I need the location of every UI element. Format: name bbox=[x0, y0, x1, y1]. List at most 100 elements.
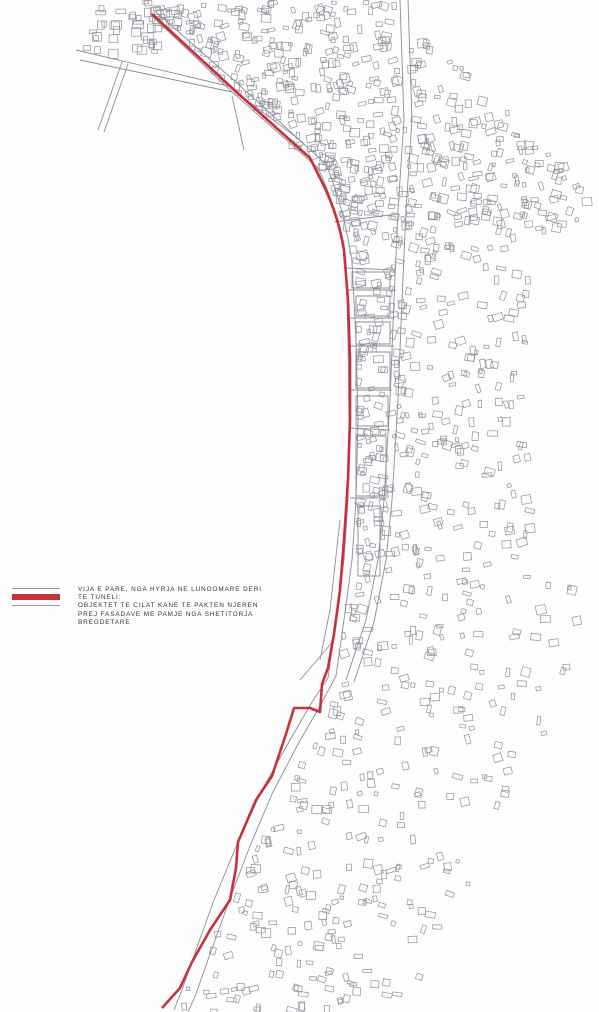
building-footprint bbox=[296, 829, 302, 834]
building-footprint bbox=[375, 444, 383, 453]
building-footprint bbox=[534, 159, 544, 167]
building-footprint bbox=[357, 24, 363, 35]
building-footprint bbox=[469, 579, 481, 589]
building-footprint bbox=[465, 184, 477, 194]
building-footprint bbox=[457, 291, 470, 301]
building-footprint bbox=[500, 789, 510, 798]
building-footprint bbox=[186, 29, 194, 35]
building-footprint bbox=[505, 157, 515, 164]
building-footprint bbox=[379, 192, 387, 200]
building-footprint bbox=[487, 430, 498, 437]
building-footprint bbox=[370, 180, 377, 188]
building-footprint bbox=[392, 348, 405, 359]
building-footprint bbox=[383, 89, 391, 99]
building-footprint bbox=[300, 865, 311, 876]
building-footprint bbox=[456, 192, 468, 202]
building-footprint bbox=[288, 58, 299, 68]
building-footprint bbox=[562, 663, 571, 671]
building-footprint bbox=[401, 220, 412, 231]
building-footprint bbox=[447, 370, 455, 380]
building-footprint bbox=[379, 366, 387, 374]
building-footprint bbox=[415, 277, 423, 285]
building-footprint bbox=[424, 910, 437, 919]
building-footprint bbox=[390, 264, 396, 273]
building-footprint bbox=[185, 19, 195, 25]
building-footprint bbox=[339, 179, 346, 186]
building-footprint bbox=[451, 772, 464, 781]
building-footprint bbox=[95, 10, 106, 16]
building-footprint bbox=[332, 59, 341, 68]
building-footprint bbox=[484, 126, 497, 137]
building-footprint bbox=[429, 692, 441, 702]
building-footprint bbox=[385, 155, 393, 162]
building-footprint bbox=[362, 394, 371, 403]
building-footprint bbox=[322, 10, 331, 21]
building-footprint bbox=[372, 895, 378, 903]
building-footprint bbox=[424, 546, 432, 552]
building-footprint bbox=[358, 507, 366, 514]
building-footprint bbox=[458, 143, 465, 153]
building-footprint bbox=[373, 791, 379, 797]
building-footprint bbox=[487, 194, 498, 203]
building-footprint bbox=[404, 146, 413, 154]
building-footprint bbox=[461, 398, 472, 409]
building-footprint bbox=[394, 736, 401, 746]
building-footprint bbox=[346, 979, 355, 987]
building-footprint bbox=[399, 529, 411, 541]
building-footprint bbox=[330, 0, 337, 5]
building-footprint bbox=[276, 77, 284, 85]
building-footprint bbox=[460, 128, 472, 139]
building-footprint bbox=[177, 25, 181, 31]
building-footprint bbox=[436, 623, 444, 629]
building-footprint bbox=[539, 615, 551, 623]
building-footprint bbox=[441, 373, 452, 383]
legend-line-5: BREGDETARE bbox=[78, 618, 131, 626]
building-footprint bbox=[166, 10, 180, 18]
building-footprint bbox=[274, 48, 284, 58]
building-footprint bbox=[408, 184, 416, 194]
building-footprint bbox=[408, 903, 414, 909]
building-footprint bbox=[557, 161, 570, 173]
building-footprint bbox=[344, 139, 352, 149]
legend-line-4: PREJ FASADAVE ME PAMJE NGA SHETITORJA bbox=[78, 610, 254, 618]
building-footprint bbox=[442, 593, 449, 602]
building-footprint bbox=[524, 523, 536, 534]
building-footprint bbox=[255, 926, 266, 934]
building-footprint bbox=[472, 158, 482, 166]
building-footprint bbox=[363, 570, 371, 575]
building-footprint bbox=[470, 245, 480, 253]
building-footprint bbox=[327, 708, 339, 720]
building-footprint bbox=[366, 778, 376, 789]
building-footprint bbox=[362, 525, 368, 531]
building-footprint bbox=[439, 157, 450, 169]
building-footprint bbox=[373, 595, 382, 605]
building-footprint bbox=[332, 916, 340, 925]
building-footprint bbox=[463, 733, 472, 745]
building-footprint bbox=[312, 869, 322, 879]
building-footprint bbox=[370, 278, 383, 289]
building-footprint bbox=[444, 122, 451, 132]
building-footprint bbox=[463, 690, 473, 701]
building-footprint bbox=[365, 154, 377, 163]
building-footprint bbox=[470, 663, 479, 671]
building-footprint bbox=[426, 585, 433, 596]
building-footprint bbox=[497, 684, 505, 690]
building-footprint bbox=[285, 80, 293, 87]
building-footprint bbox=[370, 980, 380, 989]
building-footprint bbox=[244, 898, 254, 908]
building-footprint bbox=[417, 411, 423, 418]
building-footprint bbox=[497, 416, 504, 423]
building-footprint bbox=[411, 545, 420, 556]
building-footprint bbox=[377, 901, 387, 909]
building-footprint bbox=[142, 0, 150, 5]
building-footprint bbox=[411, 486, 423, 496]
building-footprint bbox=[409, 361, 421, 372]
building-footprint bbox=[128, 14, 136, 21]
building-footprint bbox=[374, 30, 382, 41]
building-footprint bbox=[520, 666, 532, 678]
building-footprint bbox=[340, 781, 348, 791]
building-footprint bbox=[473, 630, 484, 638]
building-footprint bbox=[385, 567, 393, 574]
building-footprint bbox=[295, 57, 302, 67]
building-footprint bbox=[247, 93, 255, 101]
